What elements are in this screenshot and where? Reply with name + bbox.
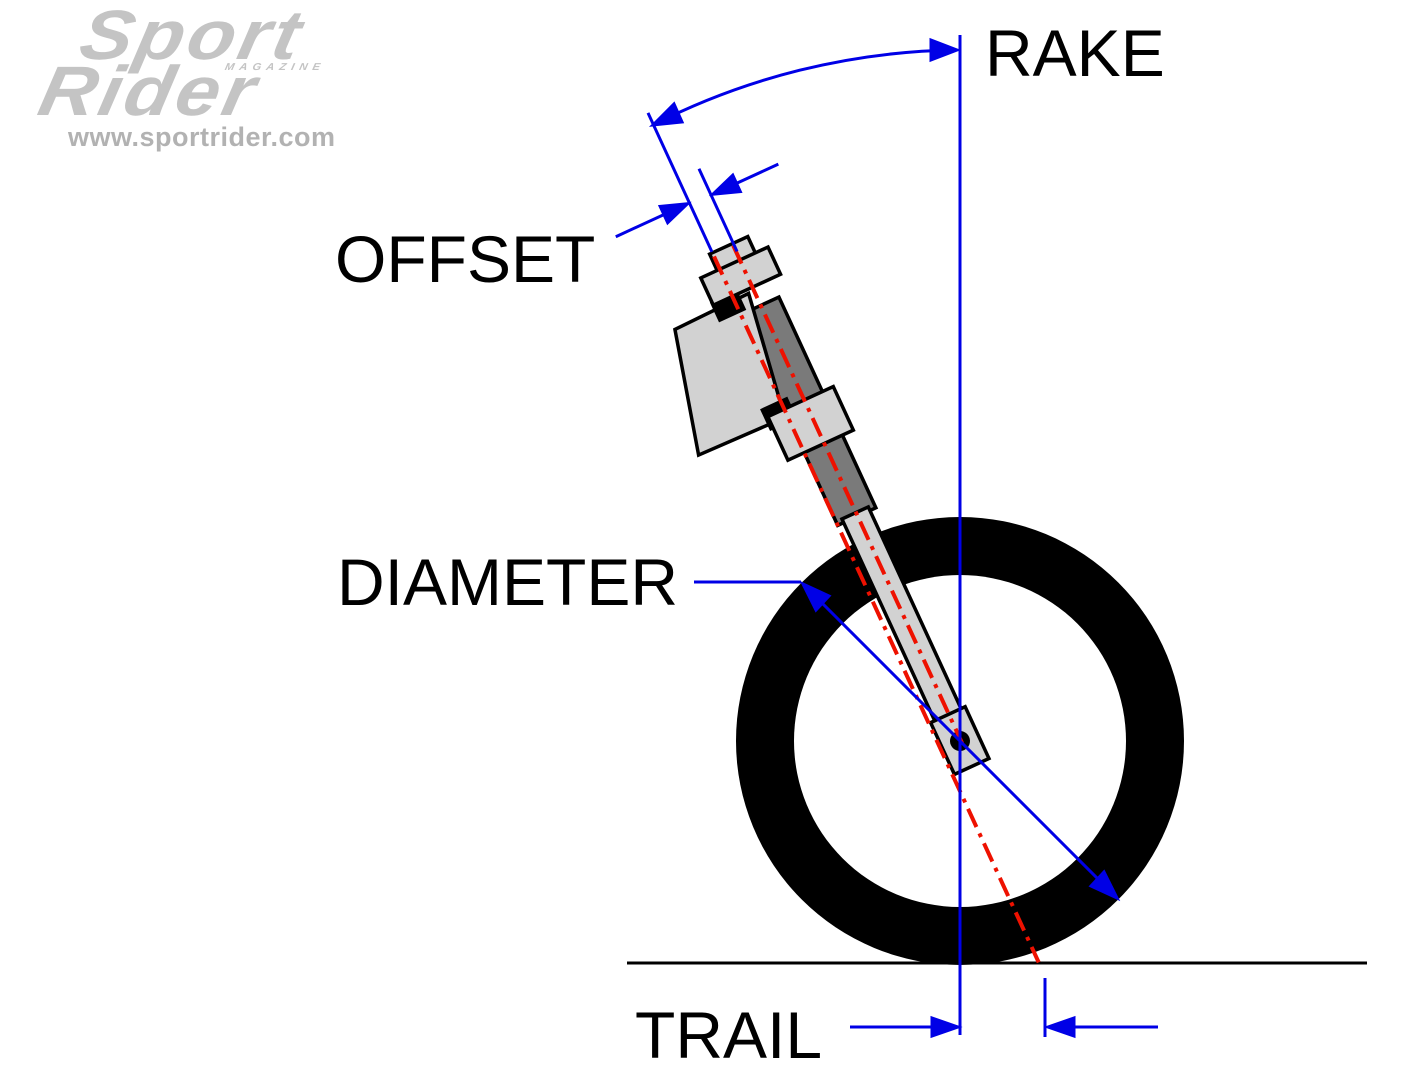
trail-arrowhead-left [930,1015,963,1039]
fork-centerline [731,244,964,745]
blue-annotations [648,35,1158,1039]
steering-axis-line [712,255,1041,964]
offset-arrowhead-right [708,172,743,197]
logo-magazine-text: MAGAZINE [223,62,327,73]
blue-arrowheads [648,37,1121,1039]
fork-axis-extension-line [697,168,739,253]
fork-assembly [615,112,1041,964]
diameter-line [801,582,1119,900]
diameter-label: DIAMETER [337,545,678,619]
logo-website-url: www.sportrider.com [68,122,336,152]
sportrider-logo: Sport Rider MAGAZINE www.sportrider.com [0,0,420,180]
lower-triple-clamp [765,384,856,463]
upper-triple-clamp [698,244,783,308]
offset-label: OFFSET [335,222,595,296]
offset-arrowheads [657,172,743,226]
rake-arc [652,48,956,127]
offset-arrow-left-shaft [615,211,670,239]
rake-arrowhead-left [648,101,685,127]
rake-label: RAKE [985,16,1165,90]
trail-label: TRAIL [635,998,822,1067]
logo-wordmark: Sport Rider MAGAZINE [0,0,463,130]
offset-dimension [615,112,779,253]
upper-clamp-joint [709,289,747,323]
rake-arrowhead-right [929,37,962,63]
steering-axis-extension-line [646,112,714,253]
axis-lines [712,244,1041,964]
offset-arrow-right-shaft [732,162,779,187]
trail-arrowhead-right [1043,1015,1076,1039]
diameter-arrowhead-bottom [1088,869,1121,902]
offset-arrowhead-left [657,201,692,226]
diameter-arrowhead-top [799,580,832,613]
